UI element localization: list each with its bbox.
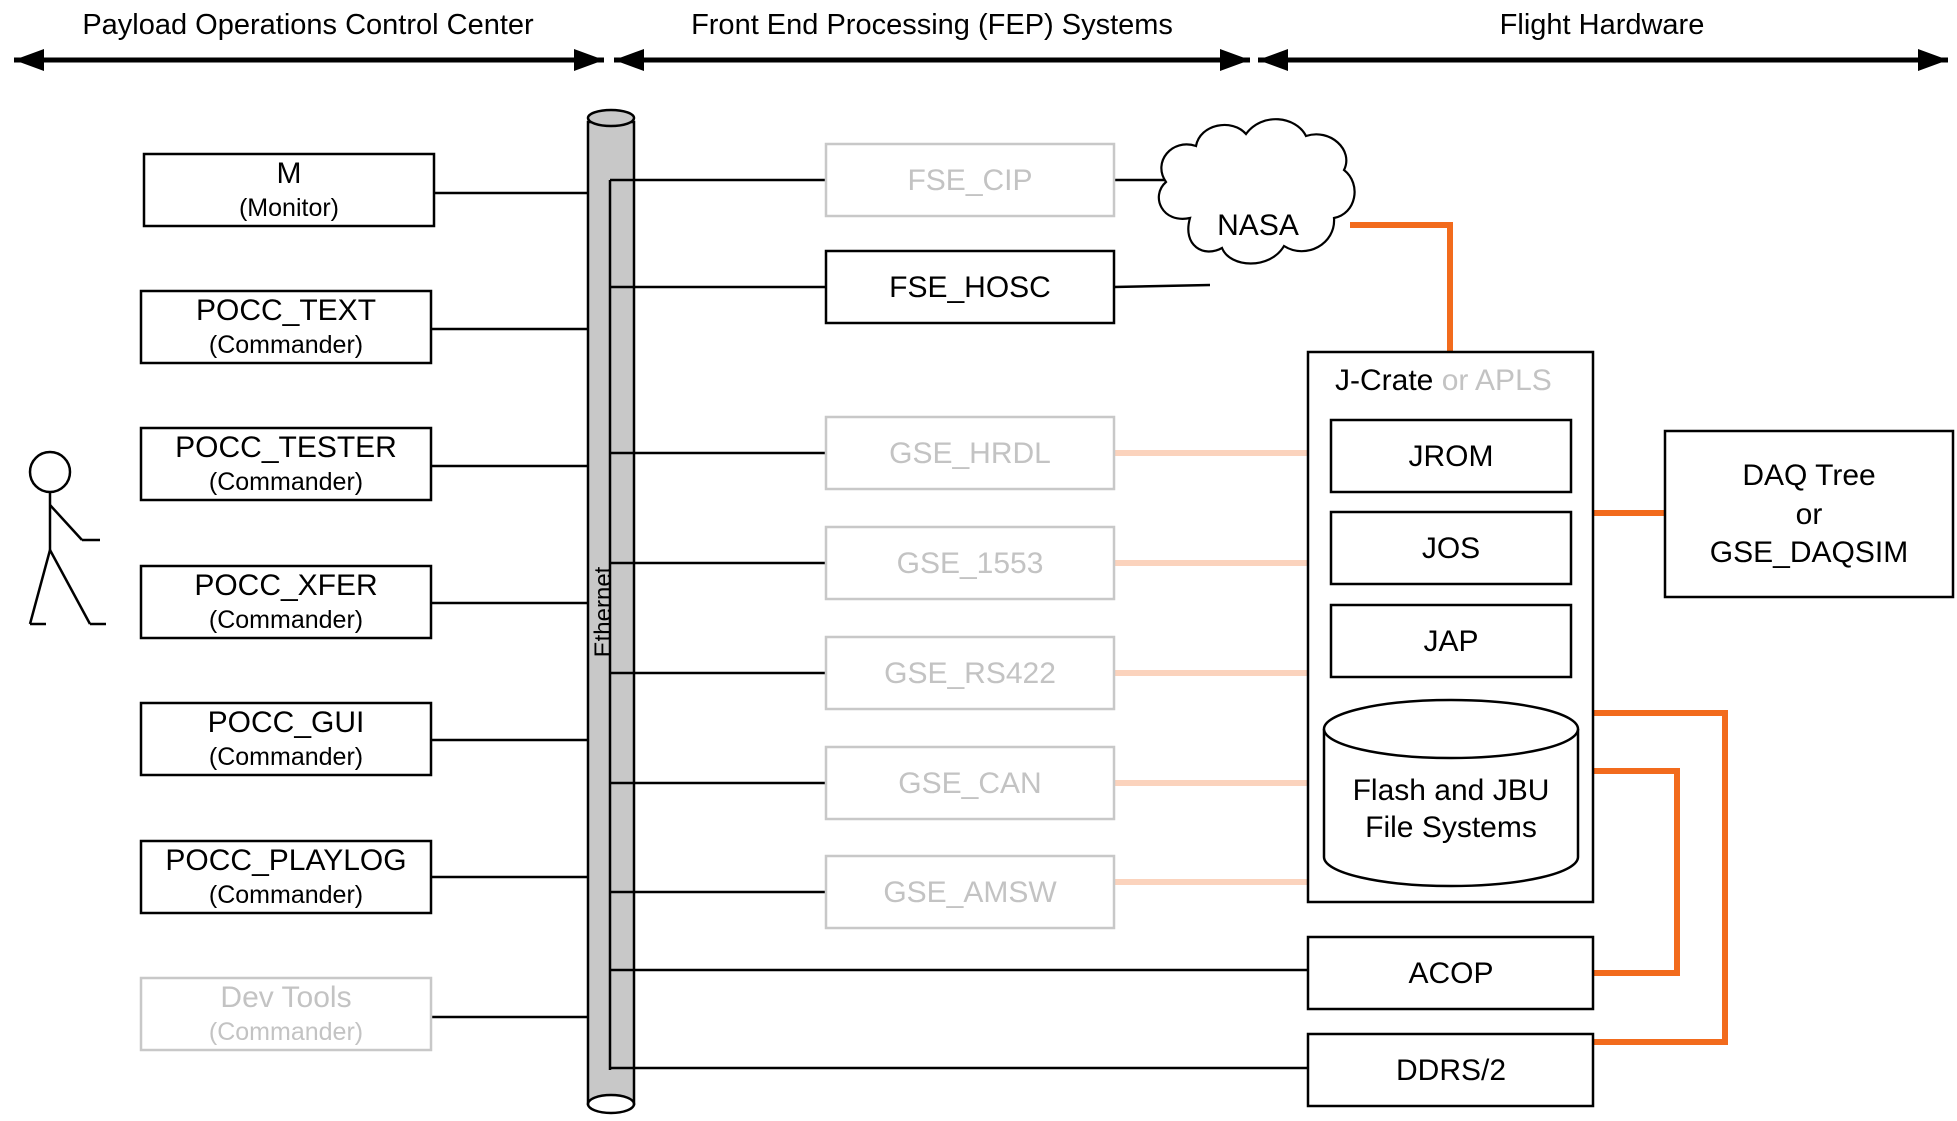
jrom-module: JROM <box>1329 418 1573 494</box>
pocc-to-ethernet-links <box>431 191 610 1019</box>
pocc-box-title: POCC_XFER <box>194 569 377 602</box>
fep-box-gse-amsw: GSE_AMSW <box>824 854 1116 930</box>
fep-box-gse-rs422: GSE_RS422 <box>824 635 1116 711</box>
pocc-box-subtitle: (Commander) <box>209 881 363 909</box>
pocc-box-tester: POCC_TESTER (Commander) <box>139 426 433 502</box>
header-pocc: Payload Operations Control Center <box>82 9 534 41</box>
ethernet-to-fep-links <box>608 178 1308 1070</box>
pocc-box-xfer: POCC_XFER (Commander) <box>139 564 433 640</box>
ddrs-label: DDRS/2 <box>1396 1054 1506 1087</box>
pocc-box-subtitle: (Commander) <box>209 331 363 359</box>
pocc-box-subtitle: (Commander) <box>209 1018 363 1046</box>
fep-box-fse-hosc: FSE_HOSC <box>824 249 1116 325</box>
operator-icon <box>28 450 106 626</box>
pocc-box-subtitle: (Commander) <box>209 606 363 634</box>
ddrs-box: DDRS/2 <box>1306 1032 1595 1108</box>
fep-box-label: GSE_CAN <box>898 767 1041 800</box>
pocc-box-title: M <box>277 157 302 190</box>
fep-box-label: GSE_AMSW <box>883 876 1057 909</box>
ethernet-label: Ethernet <box>590 566 617 657</box>
jcrate-title: J-Crate or APLS <box>1335 364 1552 397</box>
daq-line2: or <box>1796 498 1823 531</box>
fep-box-gse-1553: GSE_1553 <box>824 525 1116 601</box>
daq-line3: GSE_DAQSIM <box>1710 536 1908 569</box>
pocc-box-text: POCC_TEXT (Commander) <box>139 289 433 365</box>
pocc-box-title: POCC_GUI <box>208 706 365 739</box>
jap-module: JAP <box>1329 603 1573 679</box>
fep-box-label: FSE_CIP <box>907 164 1032 197</box>
pocc-box-title: POCC_TESTER <box>175 431 397 464</box>
pocc-box-title: Dev Tools <box>220 981 351 1014</box>
flight-orange-links <box>1350 222 1728 1045</box>
pocc-box-subtitle: (Monitor) <box>239 194 339 222</box>
storage-line1: Flash and JBU <box>1353 774 1550 807</box>
pocc-box-subtitle: (Commander) <box>209 468 363 496</box>
fep-box-gse-hrdl: GSE_HRDL <box>824 415 1116 491</box>
fep-box-label: FSE_HOSC <box>889 271 1051 304</box>
fep-box-label: GSE_RS422 <box>884 657 1056 690</box>
daq-box: DAQ Tree or GSE_DAQSIM <box>1663 429 1955 599</box>
pocc-box-gui: POCC_GUI (Commander) <box>139 701 433 777</box>
module-label: JROM <box>1409 440 1494 473</box>
pocc-box-dev-tools: Dev Tools (Commander) <box>139 976 433 1052</box>
acop-box: ACOP <box>1306 935 1595 1011</box>
storage-line2: File Systems <box>1365 811 1537 844</box>
fep-box-fse-cip: FSE_CIP <box>824 142 1116 218</box>
fep-box-label: GSE_HRDL <box>889 437 1051 470</box>
module-label: JAP <box>1423 625 1478 658</box>
header-fep: Front End Processing (FEP) Systems <box>691 9 1173 41</box>
pocc-box-m: M (Monitor) <box>142 152 436 228</box>
daq-line1: DAQ Tree <box>1742 459 1875 492</box>
pocc-box-subtitle: (Commander) <box>209 743 363 771</box>
nasa-label: NASA <box>1217 209 1299 242</box>
header-arrows <box>14 49 1948 71</box>
fep-to-jcrate-links <box>1114 450 1308 885</box>
pocc-box-playlog: POCC_PLAYLOG (Commander) <box>139 839 433 915</box>
fep-box-gse-can: GSE_CAN <box>824 745 1116 821</box>
nasa-cloud: NASA <box>1157 118 1356 265</box>
jos-module: JOS <box>1329 510 1573 586</box>
jcrate-box: J-Crate or APLS JROM JOS JAP Flash and J… <box>1306 350 1595 904</box>
flash-jbu-storage: Flash and JBU File Systems <box>1322 698 1580 888</box>
header-flight-hardware: Flight Hardware <box>1500 9 1705 41</box>
module-label: JOS <box>1422 532 1480 565</box>
fep-box-label: GSE_1553 <box>897 547 1044 580</box>
pocc-box-title: POCC_TEXT <box>196 294 376 327</box>
acop-label: ACOP <box>1408 957 1493 990</box>
pocc-box-title: POCC_PLAYLOG <box>165 844 406 877</box>
